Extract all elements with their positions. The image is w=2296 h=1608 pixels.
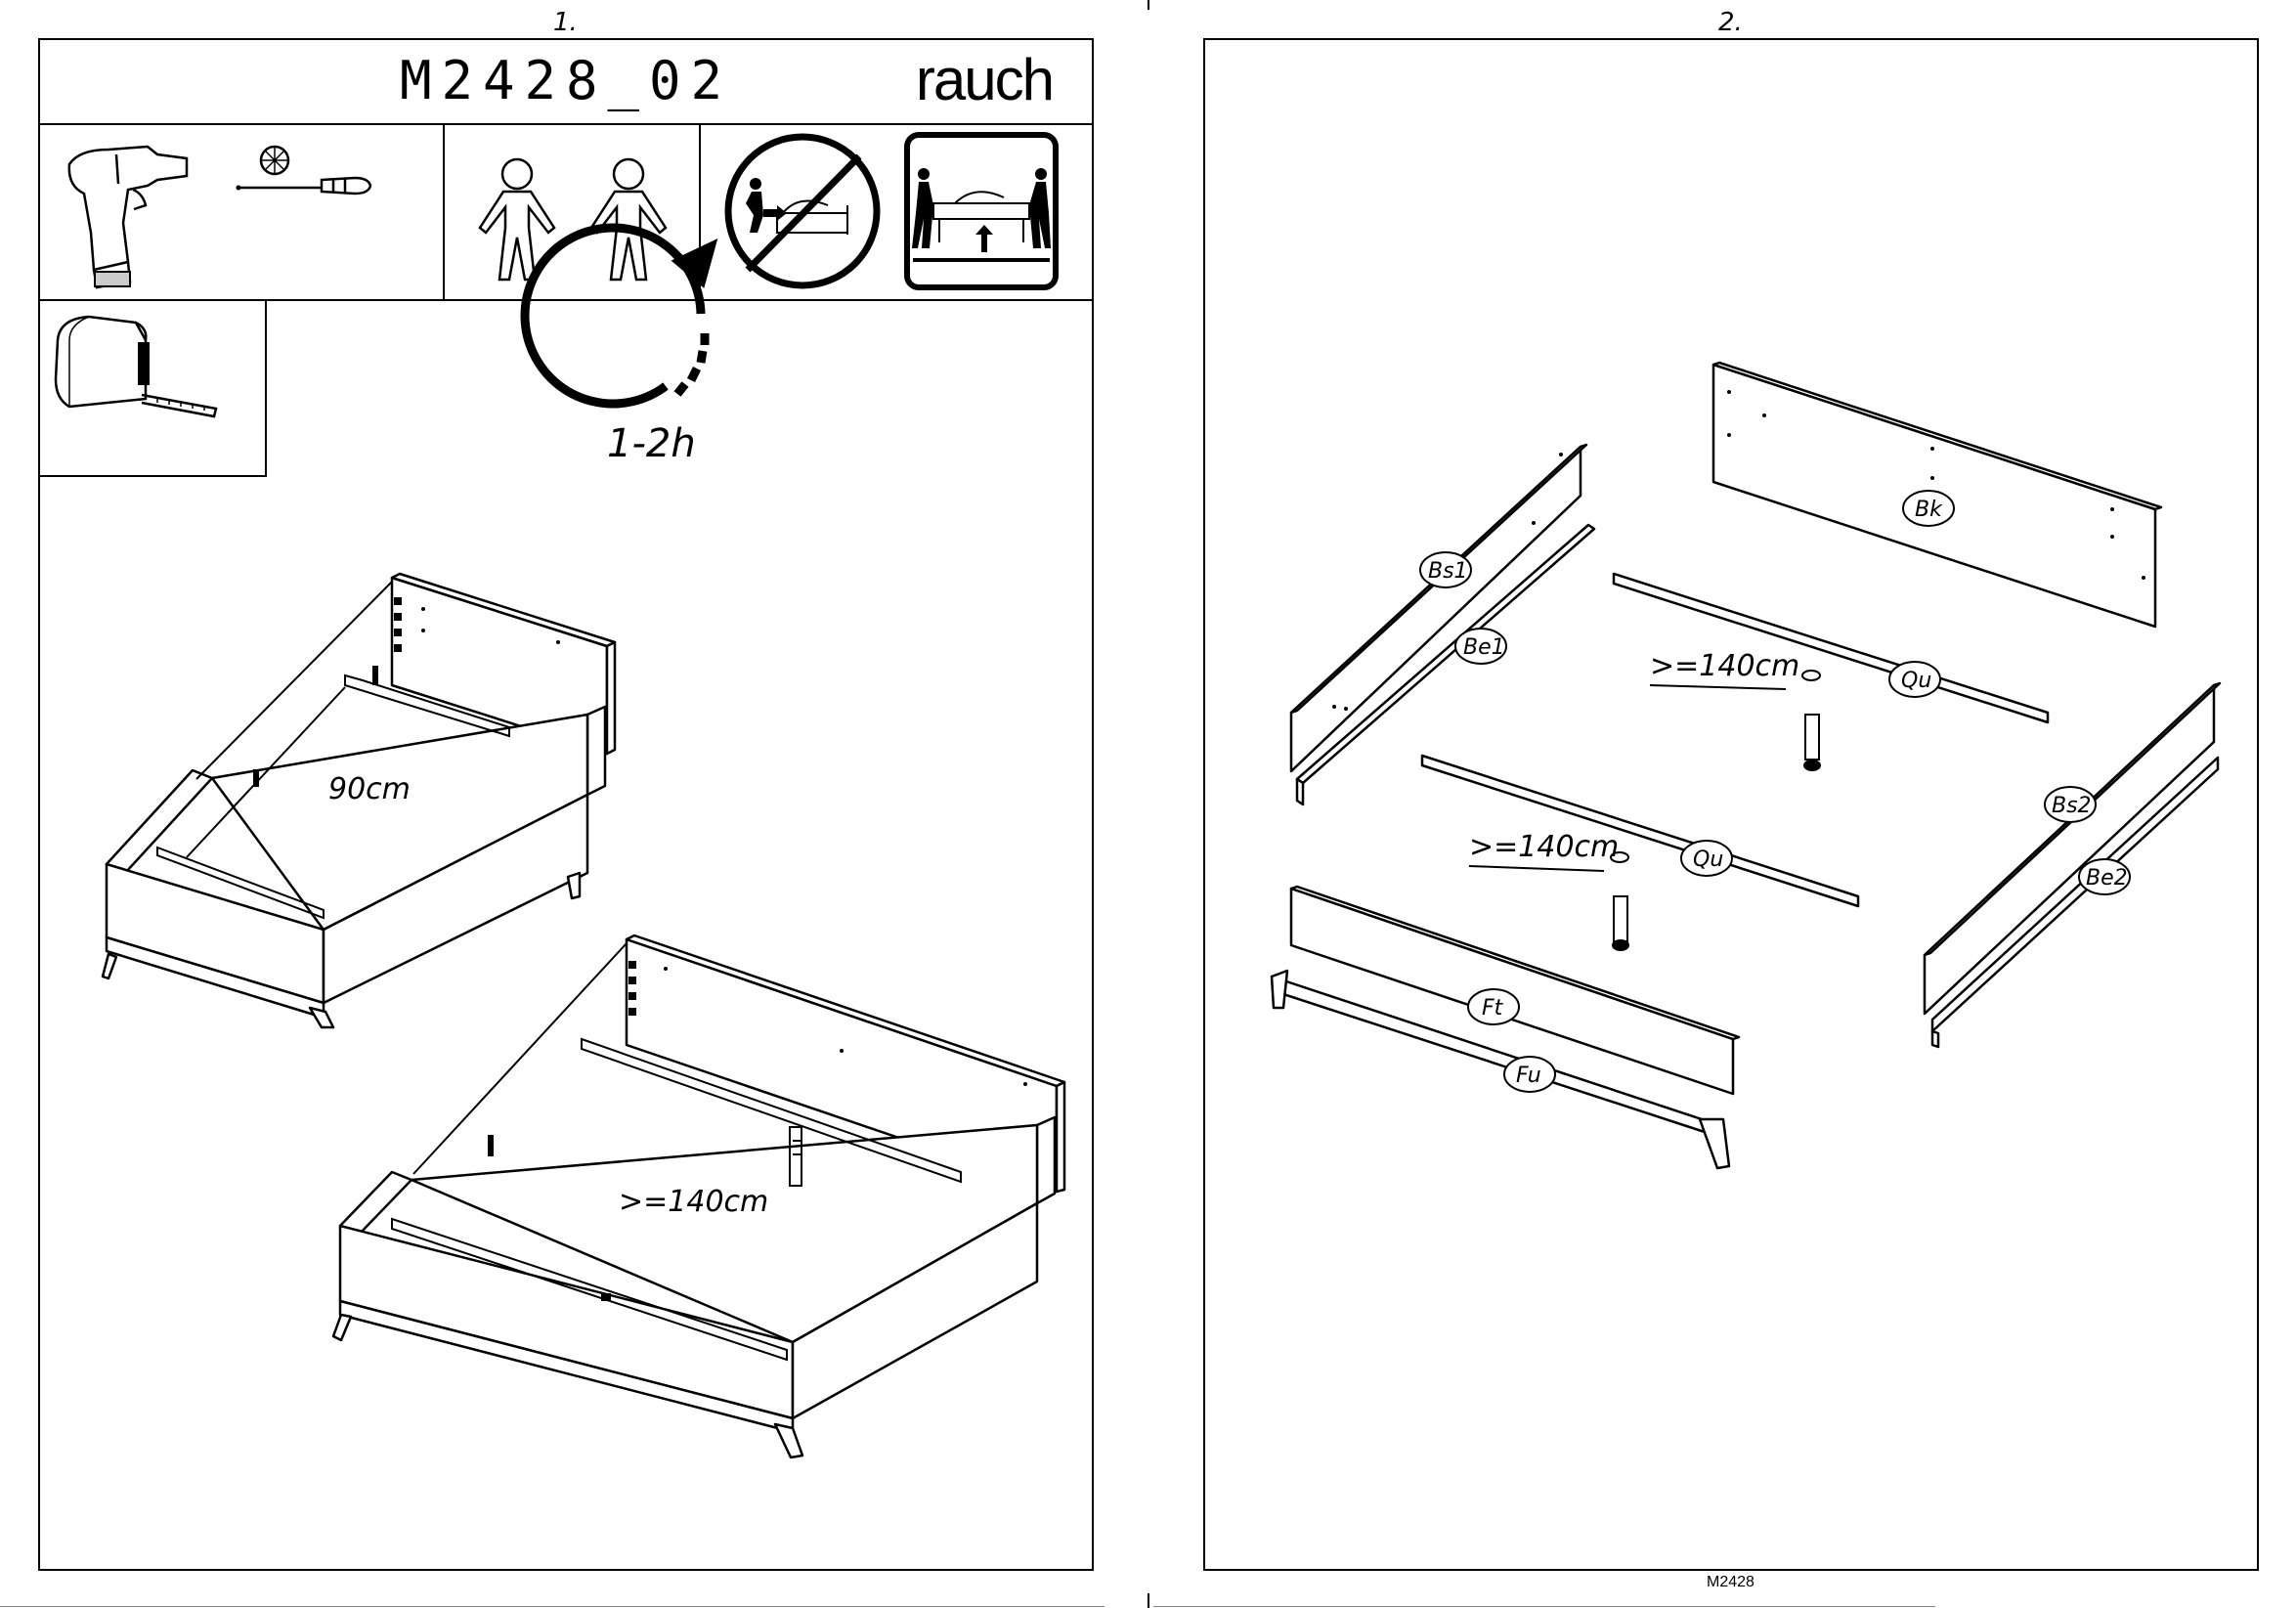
page-divider-top [1148,0,1149,10]
instruction-page-1: M2428_02 rauch [38,38,1094,1571]
part-label-bs2: Bs2 [2052,794,2092,818]
part-label-qu-lower: Qu [1693,847,1723,872]
double-bed-width-label: >=140cm [619,1185,768,1219]
parts-exploded-view: >=140cm >=140cm Bk Bs1 Be1 Qu Qu Bs2 Be2… [1205,40,2261,1573]
lower-width-label: >=140cm [1469,830,1619,864]
double-bed-drawing: >=140cm [40,40,1096,1573]
part-label-be2: Be2 [2086,866,2128,891]
page-divider-bottom [1148,1593,1149,1608]
part-qu-upper [1614,574,2048,722]
part-label-fu: Fu [1516,1064,1541,1088]
part-label-bs1: Bs1 [1428,559,1468,584]
part-label-ft: Ft [1482,996,1504,1021]
page-number-1: 1. [553,8,578,37]
upper-width-label: >=140cm [1650,649,1799,683]
part-label-qu-upper: Qu [1901,669,1931,693]
footer-model-code: M2428 [1707,1574,1754,1591]
bottom-rule-left [0,1606,1105,1607]
bottom-rule-right [1153,1606,1935,1607]
part-label-be1: Be1 [1463,635,1505,660]
part-bs1 [1291,447,1581,771]
part-bs2 [1925,685,2214,1014]
part-label-bk: Bk [1915,498,1943,522]
instruction-page-2: >=140cm >=140cm Bk Bs1 Be1 Qu Qu Bs2 Be2… [1203,38,2259,1571]
page-number-2: 2. [1718,8,1743,37]
